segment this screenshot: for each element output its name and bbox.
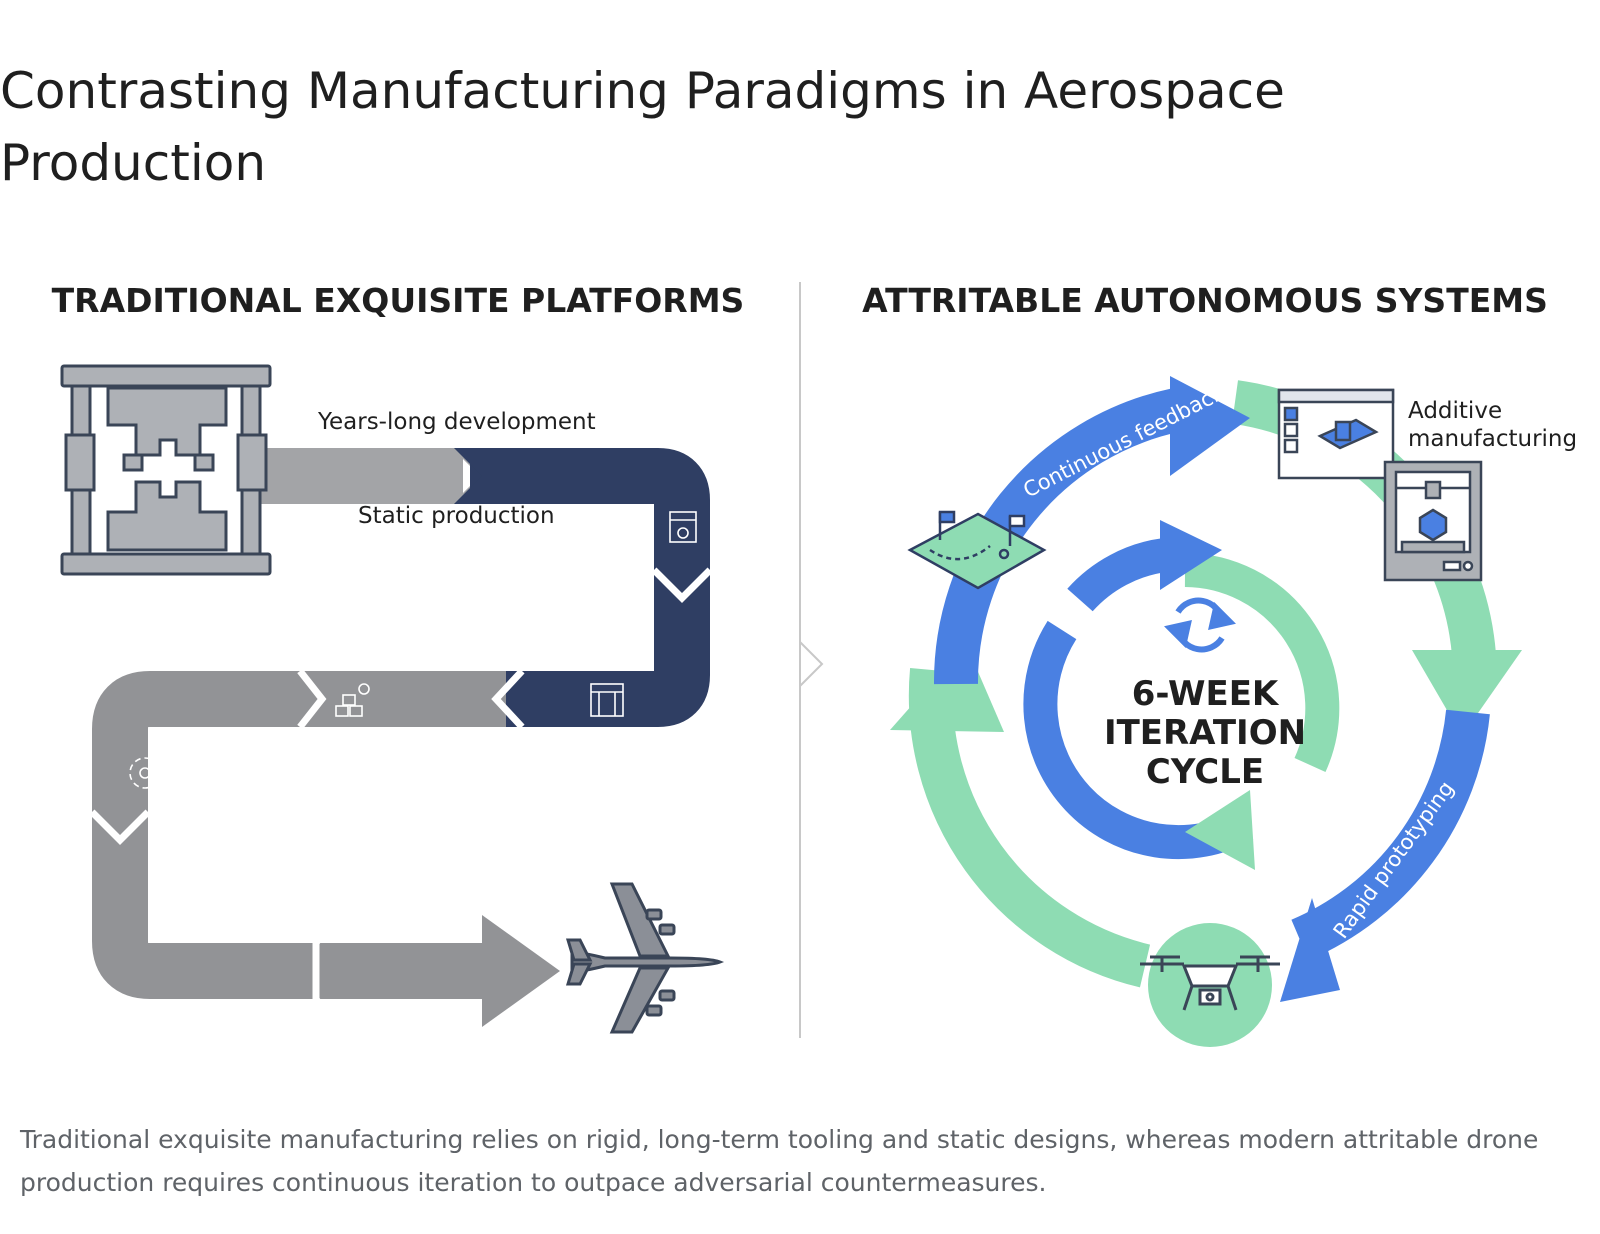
center-label-line1: 6-WEEK bbox=[1132, 674, 1280, 714]
left-panel-heading: TRADITIONAL EXQUISITE PLATFORMS bbox=[52, 281, 745, 320]
inner-arrowhead-top bbox=[1160, 520, 1222, 590]
outer-cycle-blue bbox=[933, 388, 1490, 961]
factory-machine-icon bbox=[590, 683, 624, 717]
blue-arrowhead-bottom bbox=[1280, 898, 1340, 1002]
inner-cycle bbox=[1023, 538, 1340, 860]
center-label-line2: ITERATION bbox=[1104, 713, 1306, 753]
flow-label-static-production: Static production bbox=[358, 503, 555, 529]
additive-label-line1: Additive bbox=[1408, 398, 1502, 424]
assembly-station-icon bbox=[669, 511, 697, 543]
page-title: Contrasting Manufacturing Paradigms in A… bbox=[0, 62, 1285, 192]
battlefield-map-icon bbox=[907, 510, 1047, 590]
parts-stack-icon bbox=[335, 683, 370, 717]
recycle-icon bbox=[129, 757, 161, 789]
cad-software-icon bbox=[1277, 388, 1395, 480]
right-panel-heading: ATTRITABLE AUTONOMOUS SYSTEMS bbox=[862, 281, 1548, 320]
green-arrowhead-right bbox=[1412, 650, 1522, 736]
comparison-diagram: TRADITIONAL EXQUISITE PLATFORMS bbox=[52, 281, 1577, 1047]
3d-printer-icon bbox=[1383, 460, 1483, 582]
additive-label-line2: manufacturing bbox=[1408, 426, 1577, 452]
gray-flow-path bbox=[89, 668, 658, 1030]
inner-arrowhead-bottom bbox=[1185, 790, 1255, 870]
blue-arrowhead-top bbox=[1170, 376, 1250, 476]
figure-caption: Traditional exquisite manufacturing reli… bbox=[20, 1125, 1539, 1197]
navy-flow-path bbox=[454, 448, 713, 730]
press-tooling-icon bbox=[60, 364, 272, 576]
panel-divider bbox=[799, 282, 824, 1038]
center-label-line3: CYCLE bbox=[1146, 752, 1264, 792]
drone-icon bbox=[1140, 923, 1280, 1047]
airplane-icon bbox=[565, 882, 725, 1034]
gray-entry-arrow bbox=[258, 448, 480, 504]
rapid-prototyping-label: Rapid prototyping bbox=[1329, 777, 1459, 943]
flow-label-years-long: Years-long development bbox=[317, 409, 596, 435]
refresh-icon bbox=[1164, 597, 1236, 653]
